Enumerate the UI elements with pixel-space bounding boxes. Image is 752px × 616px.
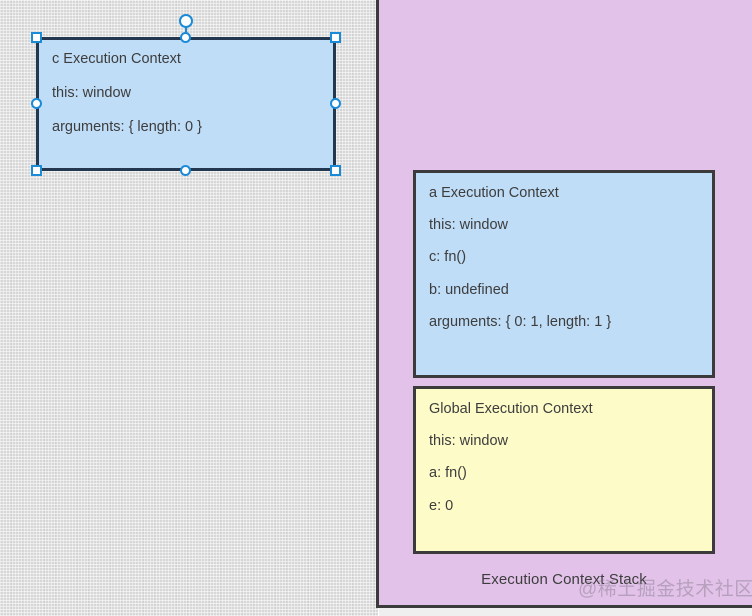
selected-shape-group[interactable]: c Execution Context this: window argumen…	[31, 10, 341, 176]
frame-a-row-0: a Execution Context	[429, 185, 559, 201]
frame-a-row-3: b: undefined	[429, 281, 509, 298]
resize-handle-middle-right[interactable]	[330, 98, 341, 109]
frame-global-row-0: Global Execution Context	[429, 401, 593, 417]
resize-handle-top-right[interactable]	[330, 32, 341, 43]
frame-global-row-3: e: 0	[429, 497, 454, 514]
frame-a-row-2: c: fn()	[429, 249, 467, 266]
resize-handle-bottom-right[interactable]	[330, 165, 341, 176]
panel-bottom-edge	[379, 608, 752, 616]
resize-handle-middle-left[interactable]	[31, 98, 42, 109]
stack-frame-a-execution-context[interactable]: a Execution Context this: window c: fn()…	[413, 170, 715, 378]
resize-handle-bottom-center[interactable]	[180, 165, 191, 176]
resize-handle-top-center[interactable]	[180, 32, 191, 43]
frame-global-row-1: this: window	[429, 433, 508, 450]
rotation-handle-stem	[185, 22, 187, 40]
resize-handle-bottom-left[interactable]	[31, 165, 42, 176]
shape-c-row-0: c Execution Context	[52, 51, 181, 67]
frame-a-row-4: arguments: { 0: 1, length: 1 }	[429, 313, 612, 330]
stack-frame-global-execution-context[interactable]: Global Execution Context this: window a:…	[413, 386, 715, 554]
resize-handle-top-left[interactable]	[31, 32, 42, 43]
rotation-handle-icon[interactable]	[179, 14, 193, 28]
frame-a-row-1: this: window	[429, 217, 508, 234]
frame-global-row-2: a: fn()	[429, 465, 467, 482]
shape-c-row-2: arguments: { length: 0 }	[52, 119, 202, 136]
shape-c-row-1: this: window	[52, 85, 131, 102]
shape-c-execution-context[interactable]: c Execution Context this: window argumen…	[36, 37, 336, 171]
stack-panel-label: Execution Context Stack	[481, 571, 647, 588]
